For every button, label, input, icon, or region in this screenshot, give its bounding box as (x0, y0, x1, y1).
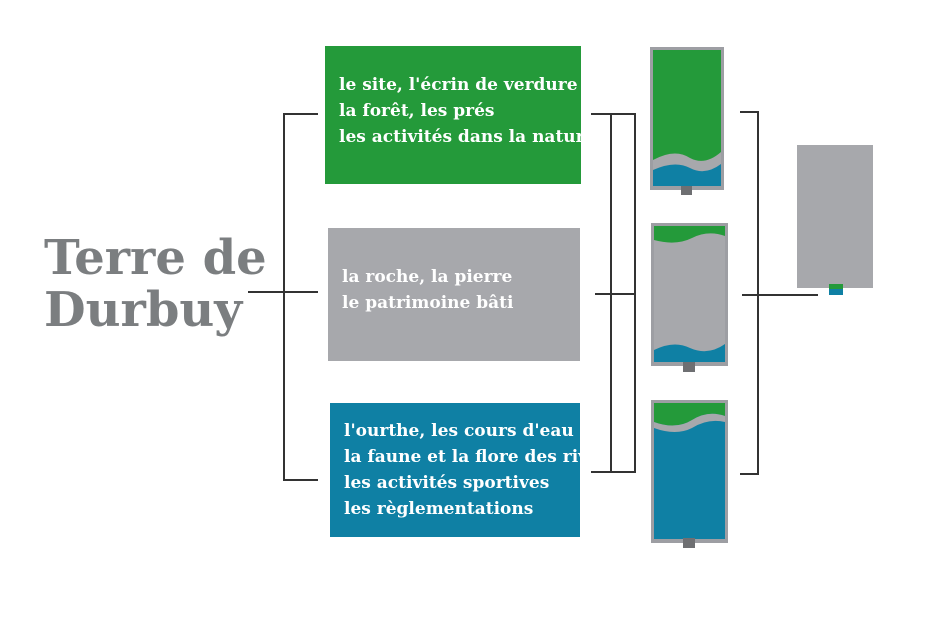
left-bracket (248, 113, 318, 481)
summary-column-icon (797, 145, 873, 295)
box-gray-stone: la roche, la pierre le patrimoine bâti (328, 228, 580, 361)
box-green-nature: le site, l'écrin de verdure la forêt, le… (325, 46, 596, 184)
box-green-line-1: le site, l'écrin de verdure (339, 75, 578, 95)
box-green-line-2: la forêt, les prés (339, 101, 495, 121)
gray-column-icon (651, 223, 728, 372)
box-blue-line-1: l'ourthe, les cours d'eau (344, 421, 574, 441)
box-blue-water: l'ourthe, les cours d'eau la faune et la… (330, 403, 609, 537)
right-bracket (740, 111, 818, 475)
green-column-icon (650, 47, 724, 195)
box-green-line-3: les activités dans la nature (339, 127, 596, 147)
box-blue-line-4: les règlementations (344, 499, 534, 519)
box-blue-line-2: la faune et la flore des rives (344, 447, 609, 467)
blue-column-icon (651, 400, 728, 548)
box-gray-line-1: la roche, la pierre (342, 267, 513, 287)
box-blue-line-3: les activités sportives (344, 473, 550, 493)
diagram-title: Terre de Durbuy (44, 232, 274, 336)
title-line-1: Terre de (44, 230, 267, 286)
title-line-2: Durbuy (44, 282, 243, 338)
middle-bracket (591, 113, 636, 473)
box-gray-line-2: le patrimoine bâti (342, 293, 514, 313)
